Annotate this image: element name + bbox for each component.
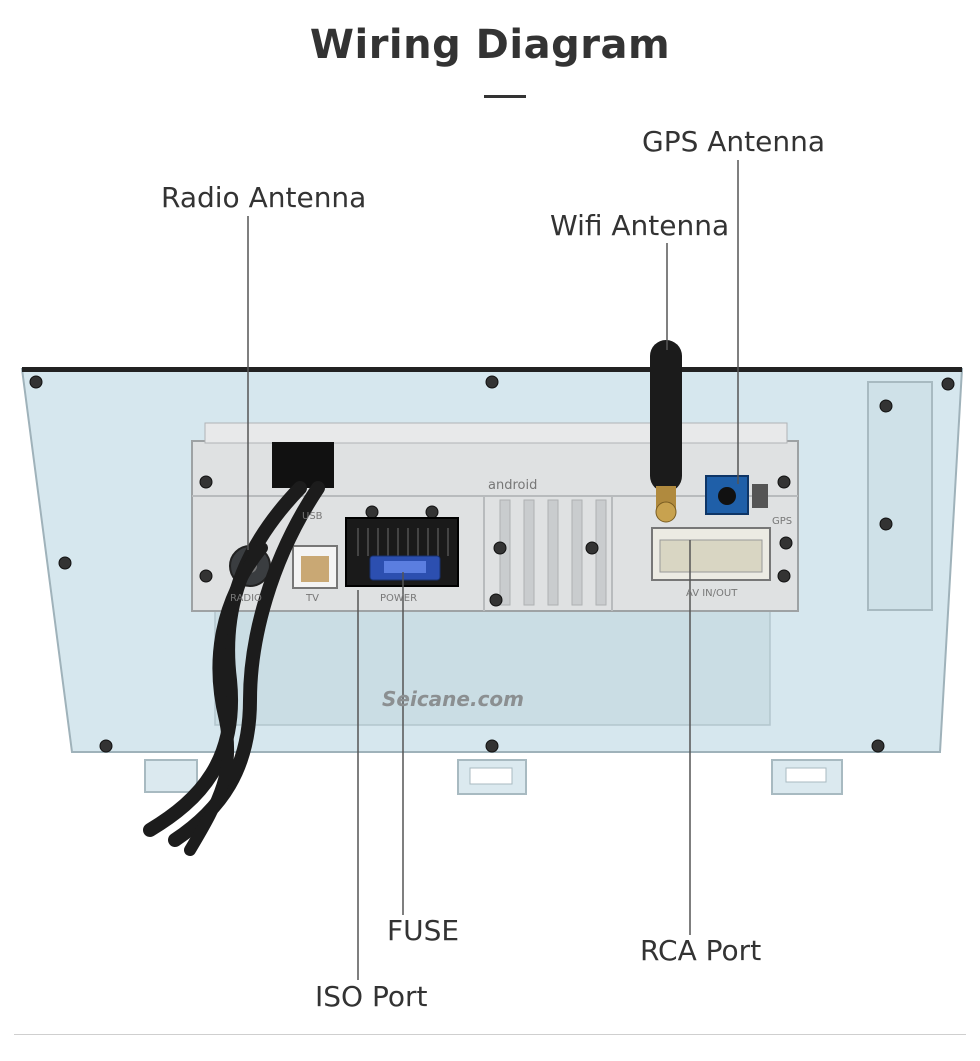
cable-bundle: [143, 481, 325, 856]
av-in-out-marking: AV IN/OUT: [686, 588, 738, 599]
radio-marking: RADIO: [230, 593, 262, 604]
rca-port-label: RCA Port: [640, 934, 762, 967]
page-title: Wiring Diagram: [309, 22, 671, 68]
fuse-label: FUSE: [387, 914, 460, 947]
footer-divider: [14, 1034, 966, 1035]
android-marking: android: [488, 478, 537, 493]
wifi-antenna: [650, 340, 682, 523]
fuse-block: [369, 555, 441, 581]
panel-screws: [29, 375, 955, 753]
tv-marking: TV: [305, 593, 319, 604]
wifi-antenna-label: Wifi Antenna: [550, 209, 730, 242]
rca-port: [651, 527, 771, 581]
gps-fakra-connector: [705, 475, 768, 515]
usb-marking: USB: [302, 511, 323, 522]
callout-leaders: [247, 160, 739, 980]
gps-antenna-label: GPS Antenna: [642, 125, 826, 158]
radio-antenna-label: Radio Antenna: [161, 181, 367, 214]
watermark: Seicane.com: [382, 687, 524, 711]
gps-marking: GPS: [772, 516, 792, 527]
power-marking: POWER: [380, 593, 417, 604]
title-underline: [484, 95, 526, 98]
iso-port-label: ISO Port: [315, 980, 428, 1013]
tv-port: [292, 545, 338, 589]
usb-port: [272, 442, 334, 488]
